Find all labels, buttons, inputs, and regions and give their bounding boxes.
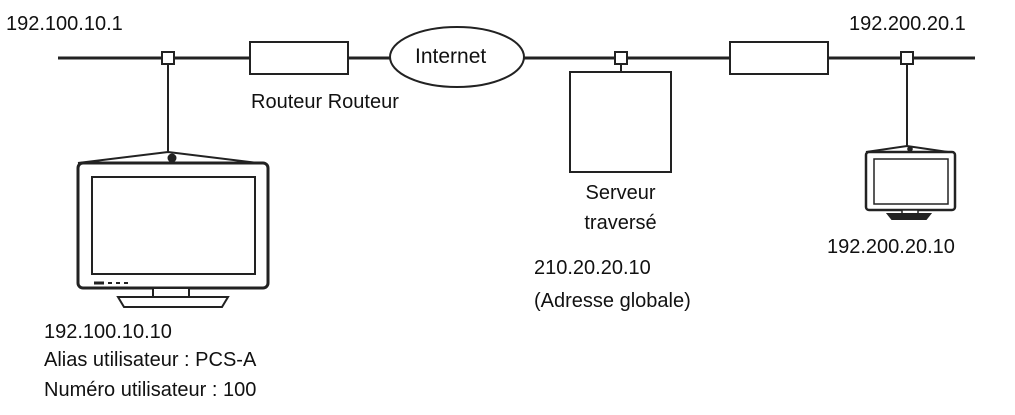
left-terminal-ip: 192.100.10.10 — [44, 321, 172, 343]
server-port-node — [614, 51, 628, 65]
router-labels: Routeur Routeur — [251, 91, 399, 113]
server-address-type: (Adresse globale) — [534, 290, 691, 312]
left-terminal-number: Numéro utilisateur : 100 — [44, 379, 257, 401]
monitor-icon — [864, 144, 957, 220]
server-name-line1: Serveur — [585, 182, 656, 204]
internet-label: Internet — [415, 45, 487, 68]
server-name-line2: traversé — [584, 212, 657, 234]
server-ip: 210.20.20.10 — [534, 257, 651, 279]
router-box-icon — [729, 41, 829, 75]
monitor-icon — [76, 150, 270, 308]
right-terminal-ip: 192.200.20.10 — [827, 236, 955, 258]
server-box-icon — [569, 71, 672, 173]
left-port-node — [161, 51, 175, 65]
internet-cloud-icon — [389, 26, 525, 88]
left-gateway-ip: 192.100.10.1 — [6, 13, 123, 35]
right-gateway-ip: 192.200.20.1 — [849, 13, 966, 35]
right-port-node — [900, 51, 914, 65]
left-terminal-alias: Alias utilisateur : PCS-A — [44, 349, 257, 371]
router-box-icon — [249, 41, 349, 75]
